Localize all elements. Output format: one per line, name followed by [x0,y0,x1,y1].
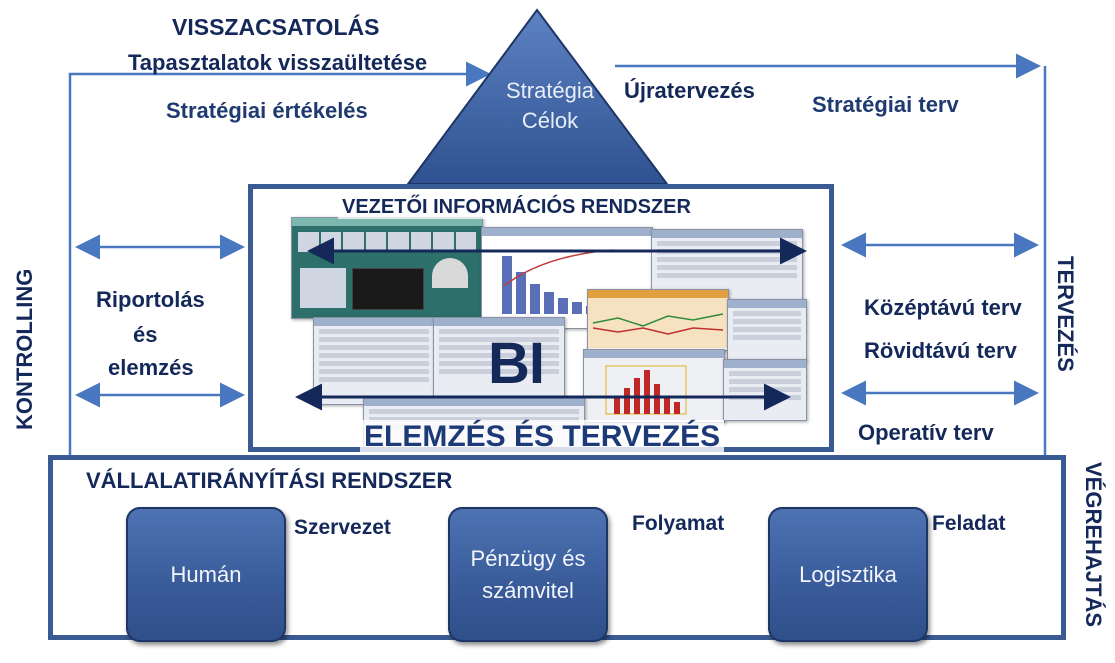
feedback-subtitle: Tapasztalatok visszaültetése [128,50,427,76]
strategic-plan-label: Stratégiai terv [812,92,959,118]
reporting-line-2: és [133,322,157,348]
bi-label: BI [488,330,544,397]
module-human: Humán [126,507,286,642]
feedback-title: VISSZACSATOLÁS [172,14,379,41]
reporting-line-1: Riportolás [96,287,205,313]
module-finance: Pénzügy és számvitel [448,507,608,642]
module-logistics: Logisztika [768,507,928,642]
triangle-line-2: Célok [470,108,630,134]
management-info-system-title: VEZETŐI INFORMÁCIÓS RENDSZER [338,196,695,219]
module-human-label: Humán [171,559,242,591]
module-logistics-label: Logisztika [799,559,897,591]
enterprise-system-title: VÁLLALATIRÁNYÍTÁSI RENDSZER [86,468,452,494]
strategic-evaluation-label: Stratégiai értékelés [166,98,368,124]
operative-plan-label: Operatív terv [858,420,994,446]
mid-term-plan-label: Középtávú terv [864,295,1022,321]
execution-side-label: VÉGREHAJTÁS [1080,462,1106,627]
short-term-plan-label: Rövidtávú terv [864,338,1017,364]
replanning-label: Újratervezés [624,78,755,104]
organization-label: Szervezet [294,516,391,540]
bi-box [248,184,834,452]
controlling-side-label: KONTROLLING [12,269,38,430]
bi-internal-arrows [253,189,834,452]
reporting-line-3: elemzés [108,355,194,381]
planning-side-label: TERVEZÉS [1052,256,1078,372]
task-label: Feladat [932,512,1006,536]
module-finance-label: Pénzügy és számvitel [456,543,600,607]
process-label: Folyamat [632,512,724,536]
analysis-planning-title: ELEMZÉS ÉS TERVEZÉS [360,420,724,454]
triangle-line-1: Stratégia [470,78,630,104]
